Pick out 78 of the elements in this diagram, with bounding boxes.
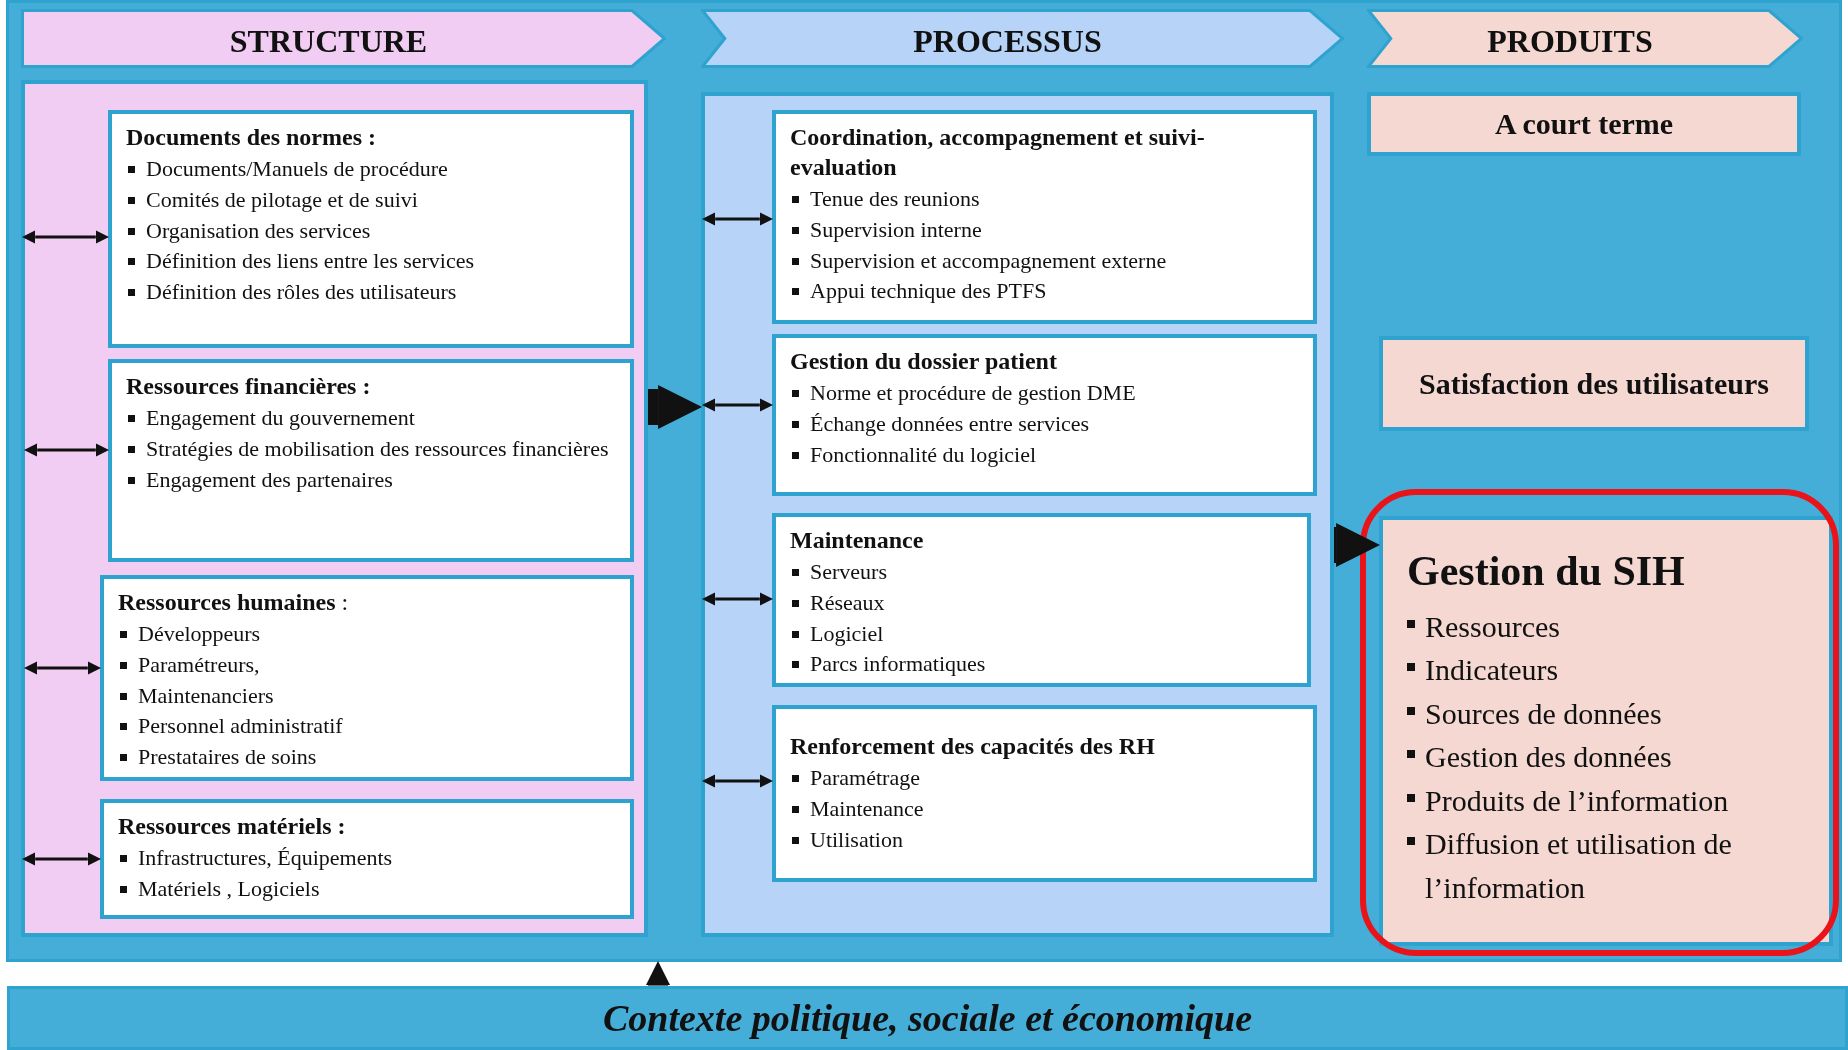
column-header — [701, 9, 1344, 68]
box-heading: Ressources financières : — [126, 372, 372, 401]
list-item: Comités de pilotage et de suivi — [126, 184, 616, 216]
list-item: Personnel administratif — [118, 711, 616, 743]
component-box — [772, 705, 1317, 882]
list-item: Utilisation — [790, 824, 1299, 856]
output-box — [1379, 336, 1809, 431]
double-arrow — [24, 661, 101, 675]
list-item: Organisation des services — [126, 215, 616, 247]
box-heading: Maintenance — [790, 526, 925, 555]
list-item: Gestion des données — [1407, 735, 1805, 779]
list-item: Définition des liens entre les services — [126, 246, 616, 278]
component-box — [772, 110, 1317, 324]
box-heading: Documents des normes : — [126, 123, 377, 152]
list-item: Diffusion et utilisation de l’information — [1407, 822, 1805, 910]
component-box — [100, 799, 634, 919]
list-item: Documents/Manuels de procédure — [126, 154, 616, 185]
list-item: Infrastructures, Équipements — [118, 843, 616, 874]
list-item: Tenue des reunions — [790, 184, 1299, 215]
box-heading: Coordination, accompagnement et suivi-evaluation — [790, 123, 1206, 182]
list-item: Maintenance — [790, 793, 1299, 825]
list-item: Définition des rôles des utilisateurs — [126, 277, 616, 308]
context-banner — [7, 986, 1848, 1050]
list-item: Parcs informatiques — [790, 649, 1293, 681]
list-item: Sources de données — [1407, 691, 1805, 736]
box-heading: Ressources matériels : — [118, 812, 347, 841]
double-arrow — [702, 592, 773, 606]
box-heading: Ressources humaines : — [118, 588, 350, 617]
list-item: Prestataires de soins — [118, 742, 616, 773]
list-item: Engagement des partenaires — [126, 464, 616, 496]
column-panel — [701, 92, 1334, 937]
double-arrow — [22, 230, 109, 244]
list-item: Indicateurs — [1407, 648, 1805, 692]
list-item: Stratégies de mobilisation des ressources financières — [126, 433, 616, 465]
component-box — [772, 513, 1311, 687]
box-title: A court terme — [1494, 107, 1674, 141]
list-item: Logiciel — [790, 618, 1293, 650]
component-box — [108, 110, 634, 348]
list-item: Appui technique des PTFS — [790, 276, 1299, 308]
double-arrow — [702, 398, 773, 412]
component-box — [108, 359, 634, 562]
box-heading: Gestion du SIH — [1407, 547, 1686, 596]
double-arrow — [702, 212, 773, 226]
component-box — [772, 334, 1317, 496]
banner-text: Contexte politique, sociale et économique — [602, 996, 1253, 1040]
list-item: Engagement du gouvernement — [126, 403, 616, 434]
list-item: Matériels , Logiciels — [118, 873, 616, 905]
section-title: PROCESSUS — [912, 22, 1103, 60]
list-item: Paramétrage — [790, 763, 1299, 794]
section-title: PRODUITS — [1486, 22, 1654, 60]
box-heading: Renforcement des capacités des RH — [790, 732, 1156, 761]
list-item: Serveurs — [790, 557, 1293, 588]
column-header — [21, 9, 666, 68]
list-item: Norme et procédure de gestion DME — [790, 378, 1299, 409]
list-item: Réseaux — [790, 587, 1293, 619]
box-heading: Gestion du dossier patient — [790, 347, 1058, 376]
double-arrow — [24, 443, 109, 457]
list-item: Supervision et accompagnement externe — [790, 245, 1299, 277]
double-arrow — [22, 852, 101, 866]
list-item: Fonctionnalité du logiciel — [790, 439, 1299, 471]
list-item: Échange données entre services — [790, 408, 1299, 440]
box-title: Satisfaction des utilisateurs — [1419, 366, 1769, 401]
list-item: Développeurs — [118, 619, 616, 650]
block-arrow — [1334, 523, 1380, 567]
column-header — [1367, 9, 1803, 68]
list-item: Maintenanciers — [118, 680, 616, 712]
component-box — [100, 575, 634, 781]
list-item: Produits de l’information — [1407, 778, 1805, 823]
list-item: Ressources — [1407, 604, 1805, 649]
list-item: Supervision interne — [790, 214, 1299, 246]
block-arrow — [648, 385, 702, 429]
block-arrow — [645, 961, 671, 986]
section-title: STRUCTURE — [228, 22, 429, 60]
double-arrow — [702, 774, 773, 788]
column-panel — [21, 80, 648, 937]
list-item: Paramétreurs, — [118, 649, 616, 681]
outer-frame — [6, 0, 1842, 962]
output-box — [1367, 92, 1801, 156]
